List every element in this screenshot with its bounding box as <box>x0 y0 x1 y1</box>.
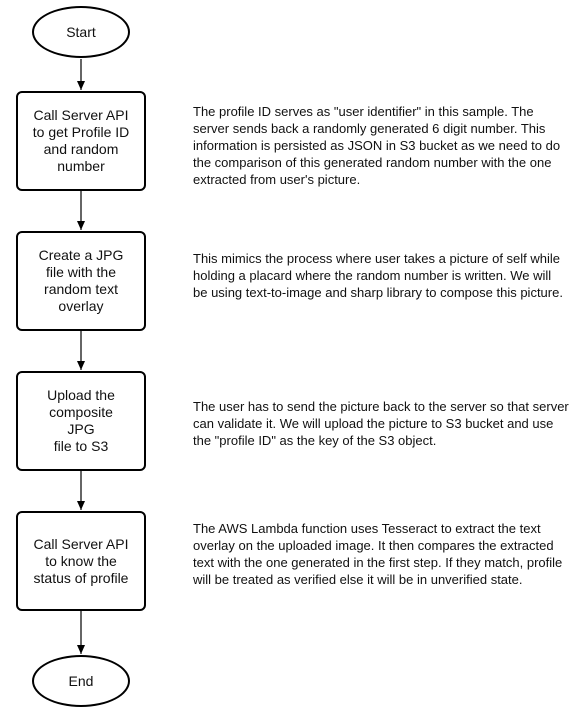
step-3-note: The user has to send the picture back to… <box>193 399 569 448</box>
end-label: End <box>68 672 94 689</box>
step-1-note: The profile ID serves as "user identifie… <box>193 104 561 187</box>
step-2-label: Create a JPG file with the random text o… <box>38 247 124 314</box>
step-4-label: Call Server API to know the status of pr… <box>33 535 129 586</box>
step-3-label: Upload the composite JPG file to S3 <box>47 387 115 454</box>
step-3-box: Upload the composite JPG file to S3 <box>16 371 146 471</box>
step-1-label: Call Server API to get Profile ID and ra… <box>32 107 130 174</box>
step-1-box: Call Server API to get Profile ID and ra… <box>16 91 146 191</box>
step-4-note: The AWS Lambda function uses Tesseract t… <box>193 521 563 587</box>
start-terminal: Start <box>32 6 130 58</box>
step-4-box: Call Server API to know the status of pr… <box>16 511 146 611</box>
start-label: Start <box>66 23 96 40</box>
step-2-note: This mimics the process where user takes… <box>193 251 563 300</box>
end-terminal: End <box>32 655 130 707</box>
step-2-box: Create a JPG file with the random text o… <box>16 231 146 331</box>
